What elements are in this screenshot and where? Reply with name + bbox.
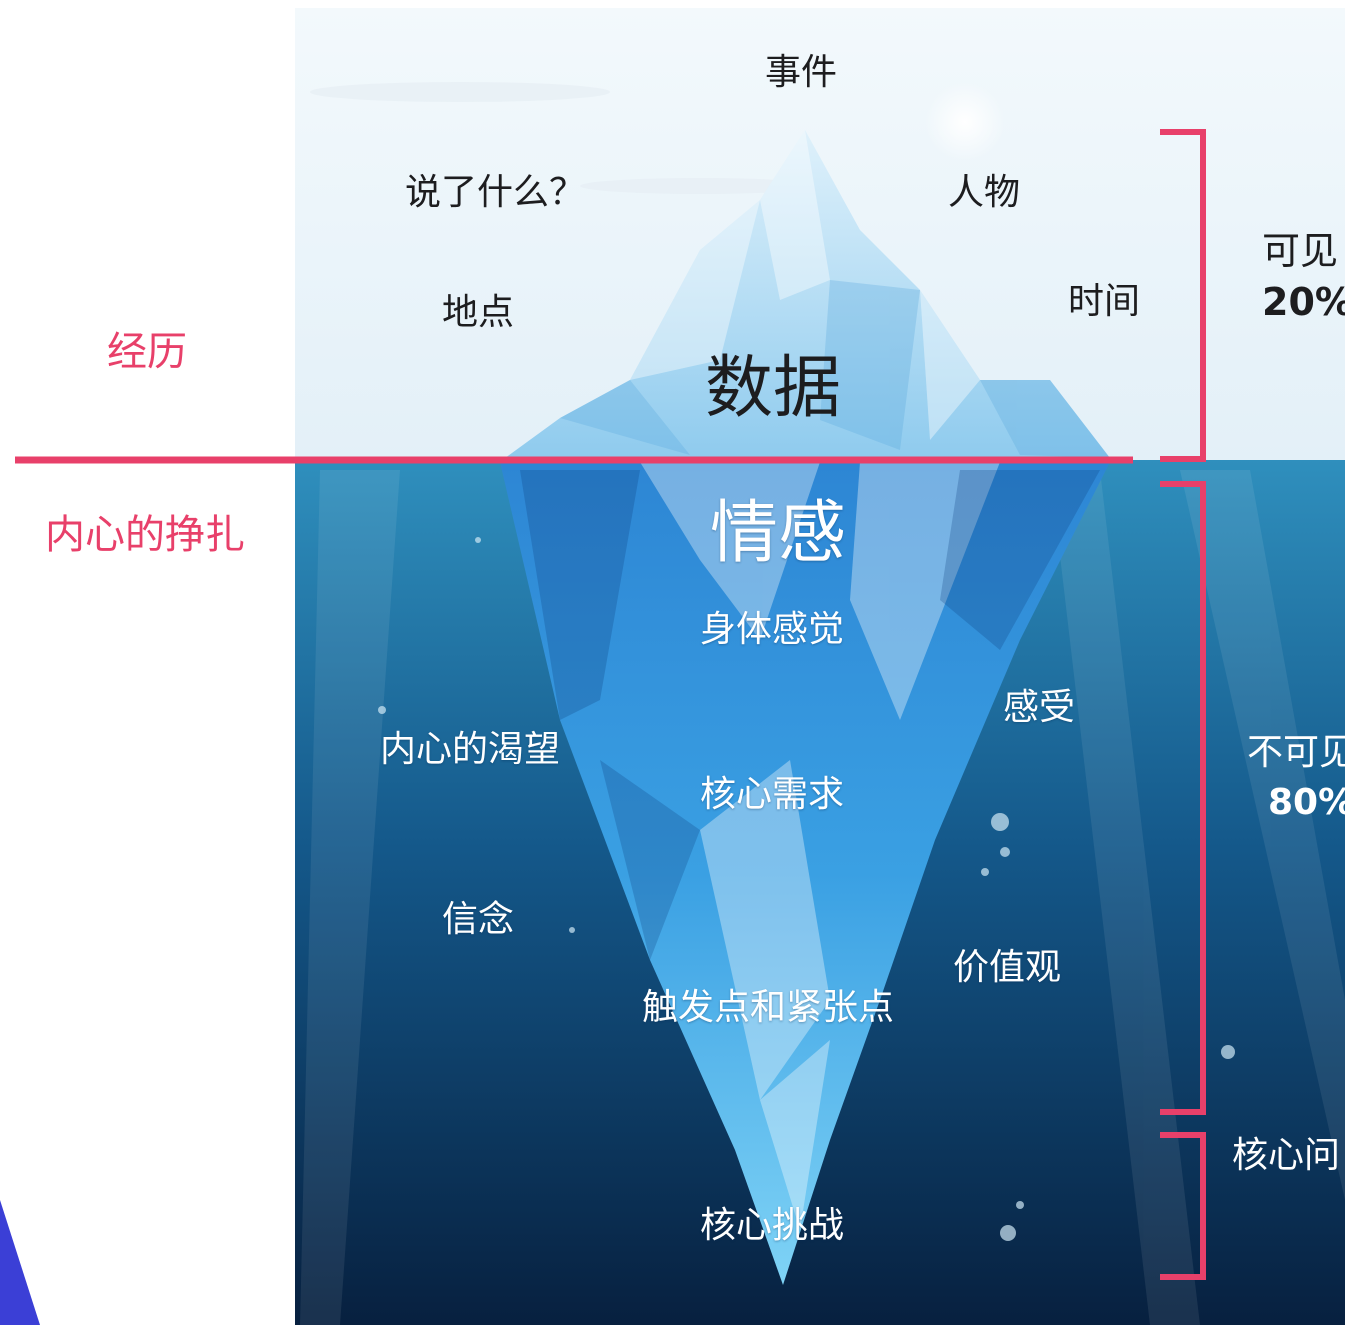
experience-label: 经历	[107, 329, 187, 375]
visible-percent: 20%	[1262, 280, 1345, 324]
inner-desire-label: 内心的渴望	[380, 729, 561, 770]
core-challenge-label: 核心挑战	[700, 1205, 845, 1246]
corner-shape	[0, 1200, 40, 1325]
invisible-percent: 80%	[1268, 782, 1345, 823]
visible-label: 可见	[1262, 229, 1339, 273]
place-label: 地点	[442, 292, 515, 333]
invisible-label: 不可见	[1247, 732, 1345, 773]
feelings-label: 感受	[1003, 687, 1076, 728]
core-needs-label: 核心需求	[700, 774, 845, 815]
triggers-label: 触发点和紧张点	[642, 987, 895, 1028]
emotion-label: 情感	[710, 494, 847, 573]
time-label: 时间	[1068, 281, 1141, 322]
iceberg-above	[505, 130, 1110, 458]
event-label: 事件	[765, 52, 838, 93]
inner-struggle-label: 内心的挣扎	[45, 512, 245, 558]
data-label: 数据	[705, 349, 842, 428]
sun	[925, 82, 1005, 162]
core-issue-label: 核心问	[1232, 1135, 1341, 1176]
bubbles	[378, 537, 1235, 1241]
values-label: 价值观	[953, 947, 1062, 988]
iceberg-underwater	[500, 462, 1110, 1285]
body-sense-label: 身体感觉	[700, 609, 845, 650]
people-label: 人物	[948, 172, 1021, 213]
brackets	[1160, 129, 1206, 1280]
what-said-label: 说了什么？	[405, 172, 586, 213]
beliefs-label: 信念	[442, 899, 515, 940]
